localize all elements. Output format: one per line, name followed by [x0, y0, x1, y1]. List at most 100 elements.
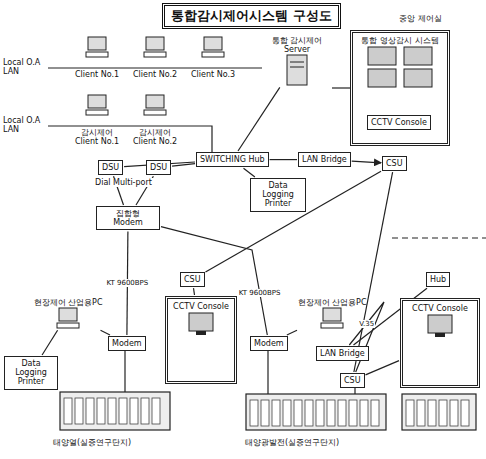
connector: [366, 361, 400, 375]
device-box: Modem: [108, 336, 146, 351]
rtu-slot: [141, 398, 149, 424]
device-box: CCTV Console: [367, 115, 431, 130]
connector: [101, 330, 111, 335]
connector: [349, 302, 384, 372]
cctv-panel: CCTV Console: [165, 296, 237, 384]
server: 통합 감시제어 Server: [262, 36, 332, 86]
node-text: 통합 감시제어 Server: [262, 36, 332, 54]
rtu-rack: [60, 392, 170, 430]
rtu-slot: [152, 398, 160, 424]
server-icon: [284, 54, 310, 86]
rtu-slot: [371, 400, 379, 426]
cctv-panel: CCTV Console: [400, 298, 480, 388]
label-text: 태양광발전(실증연구단지): [244, 438, 340, 447]
label-text: Local O.A LAN: [2, 116, 48, 134]
node-text: Client No.2: [128, 70, 182, 79]
console-icon: [186, 311, 216, 337]
node-text: Data Logging Printer: [8, 359, 54, 387]
rtu-slot: [305, 400, 313, 426]
node-text: LAN Bridge: [302, 155, 347, 164]
rtu-slot: [97, 398, 105, 424]
computer: Client No.1: [70, 36, 124, 79]
edge-label: V.35: [358, 320, 375, 328]
rtu-slot: [261, 400, 269, 426]
node-text: CSU: [386, 159, 403, 168]
rtu-slot: [272, 400, 280, 426]
computer: 감시제어 Client No.2: [128, 94, 182, 146]
node-text: 현장제어 산업용PC: [26, 298, 110, 307]
rtu-slot: [417, 400, 425, 426]
node-text: Client No.3: [186, 70, 240, 79]
node-text: CCTV Console: [406, 304, 474, 313]
node-text: 현장제어 산업용PC: [290, 298, 374, 307]
rtu-slot: [439, 400, 447, 426]
node-text: 감시제어 Client No.1: [70, 128, 124, 146]
rtu-slot: [64, 398, 72, 424]
rtu-slot: [250, 400, 258, 426]
wire: [267, 348, 268, 394]
node-text: Hub: [430, 275, 446, 284]
node-text: Modem: [112, 339, 142, 348]
wire: [124, 347, 125, 392]
label-text: 중앙 제어실: [398, 14, 443, 23]
rtu-slot: [75, 398, 83, 424]
rtu-slot: [316, 400, 324, 426]
lan-bus: [332, 87, 350, 88]
connector: [354, 172, 393, 372]
rtu-rack: [246, 394, 386, 430]
device-box: Data Logging Printer: [250, 178, 306, 212]
rtu-slot: [294, 400, 302, 426]
connector: [352, 161, 381, 163]
rtu-slot: [406, 400, 414, 426]
pc-icon: [56, 307, 80, 329]
pc-icon: [201, 36, 225, 58]
multi-icon: [360, 45, 440, 89]
diagram-title: 통합감시제어시스템 구성도: [162, 3, 341, 29]
node-text: Modem: [254, 339, 284, 348]
device-box: CSU: [180, 272, 205, 287]
pc-icon: [143, 94, 167, 116]
connector: [42, 330, 58, 355]
rtu-slot: [283, 400, 291, 426]
label-text: Dial Multi-port: [94, 178, 153, 187]
node-text: 감시제어 Client No.2: [128, 128, 182, 146]
computer: Client No.3: [186, 36, 240, 79]
connector: [238, 87, 280, 151]
node-text: CSU: [184, 275, 201, 284]
rtu-slot: [338, 400, 346, 426]
edge-label: KT 9600BPS: [105, 279, 149, 287]
rtu-slot: [86, 398, 94, 424]
rtu-slot: [428, 400, 436, 426]
device-box: LAN Bridge: [316, 346, 369, 361]
rtu-slot: [327, 400, 335, 426]
edge-label: KT 9600BPS: [238, 289, 282, 297]
node-text: LAN Bridge: [320, 349, 365, 358]
label-text: Local O.A LAN: [2, 58, 48, 76]
device-box: Data Logging Printer: [4, 356, 58, 390]
pc-icon: [143, 36, 167, 58]
node-text: DSU: [150, 163, 167, 172]
computer: 감시제어 Client No.1: [70, 94, 124, 146]
console-icon: [425, 313, 455, 339]
node-text: 통합 영상감시 시스템: [356, 36, 444, 45]
lan-bus: [48, 67, 262, 68]
node-text: SWITCHING Hub: [200, 155, 265, 164]
boundary-line: [392, 237, 486, 238]
device-box: DSU: [146, 160, 171, 175]
device-box: 집합형 Modem: [96, 206, 160, 230]
pc-icon: [320, 307, 344, 329]
computer: Client No.2: [128, 36, 182, 79]
rtu-slot: [461, 400, 469, 426]
lan-bus: [48, 126, 212, 152]
rtu-slot: [349, 400, 357, 426]
node-text: CCTV Console: [171, 302, 231, 311]
device-box: Modem: [250, 336, 288, 351]
device-box: SWITCHING Hub: [196, 152, 269, 167]
rtu-slot: [119, 398, 127, 424]
cctv-panel: 통합 영상감시 시스템 CCTV Console: [350, 30, 450, 146]
node-text: Client No.1: [70, 70, 124, 79]
rtu-rack: [402, 394, 476, 430]
rtu-slot: [360, 400, 368, 426]
pc-icon: [85, 94, 109, 116]
label-text: 태양열(실증연구단지): [52, 438, 132, 447]
